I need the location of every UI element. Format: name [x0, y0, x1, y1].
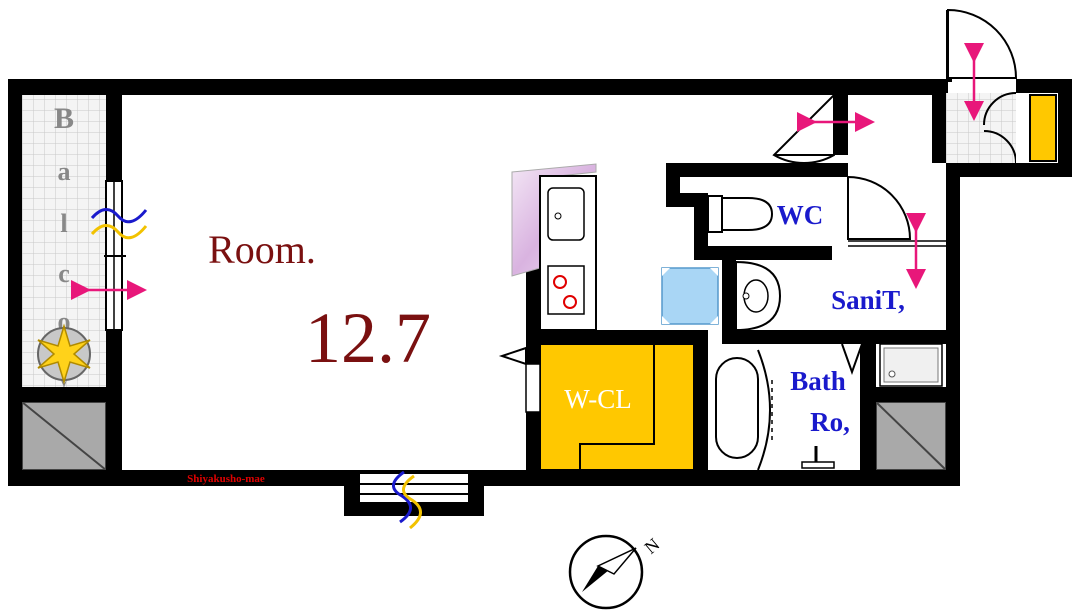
sanitary-label: SaniT,	[831, 285, 905, 315]
ac-outdoor-unit-icon	[37, 323, 91, 385]
window-bottom	[360, 474, 468, 502]
balcony-letter: l	[60, 209, 67, 238]
storage-left	[21, 401, 107, 471]
cabinet-icon	[879, 343, 943, 387]
kitchen	[511, 163, 597, 331]
wc-label: WC	[777, 200, 824, 230]
closet-label: W-CL	[564, 384, 632, 414]
compass-icon: N	[568, 534, 664, 610]
bath-label-line2: Ro,	[810, 407, 850, 437]
bath-label-line1: Bath	[790, 366, 846, 396]
storage-right	[875, 401, 947, 471]
balcony-letter: B	[54, 102, 74, 135]
room-size: 12.7	[305, 298, 431, 378]
bath-door	[841, 343, 863, 375]
balcony-letter: c	[58, 259, 70, 288]
air-conditioner-icon	[90, 208, 148, 257]
walls	[8, 79, 1072, 516]
door-top	[772, 92, 835, 165]
north-label: N	[641, 534, 664, 558]
washbasin-icon	[735, 260, 782, 332]
walk-in-closet: W-CL	[539, 343, 695, 471]
balcony-letter: a	[58, 157, 71, 186]
shower-faucet-icon	[801, 446, 835, 469]
balcony: B a l c o n y	[9, 94, 106, 390]
vent-icon	[392, 470, 422, 530]
street-label: Shiyakusho-mae	[187, 473, 265, 485]
sliding-arrows	[71, 43, 984, 300]
door-wc	[847, 175, 946, 247]
sink-icon	[547, 187, 585, 241]
room-label: Room.	[208, 227, 316, 272]
toilet-icon	[707, 195, 774, 233]
stove-icon	[547, 265, 585, 315]
bathtub-icon	[715, 349, 773, 471]
closet-door-marker	[498, 346, 541, 413]
washer-space-icon	[661, 267, 719, 325]
